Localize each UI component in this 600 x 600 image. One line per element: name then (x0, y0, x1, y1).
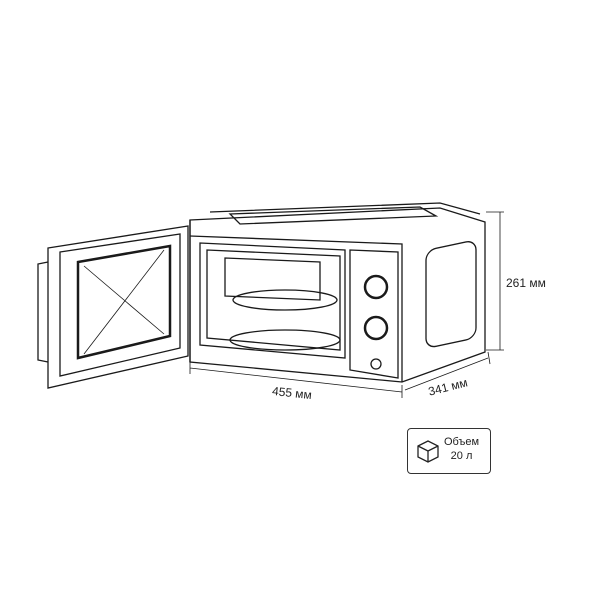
door (47, 225, 189, 389)
door-handle (37, 261, 49, 363)
volume-value: 20 л (450, 450, 473, 462)
control-panel (349, 249, 399, 379)
door-button (370, 358, 382, 370)
volume-badge: Объем 20 л (407, 428, 491, 474)
volume-label: Объем (444, 436, 480, 448)
box-icon (417, 440, 439, 463)
side-vent-window (425, 241, 477, 348)
cavity (206, 249, 341, 351)
timer-knob (363, 274, 389, 300)
body-top (189, 207, 486, 383)
power-knob (363, 315, 389, 341)
turntable (232, 289, 338, 311)
height-dimension: 261 мм (506, 276, 546, 290)
front-face (189, 235, 403, 382)
